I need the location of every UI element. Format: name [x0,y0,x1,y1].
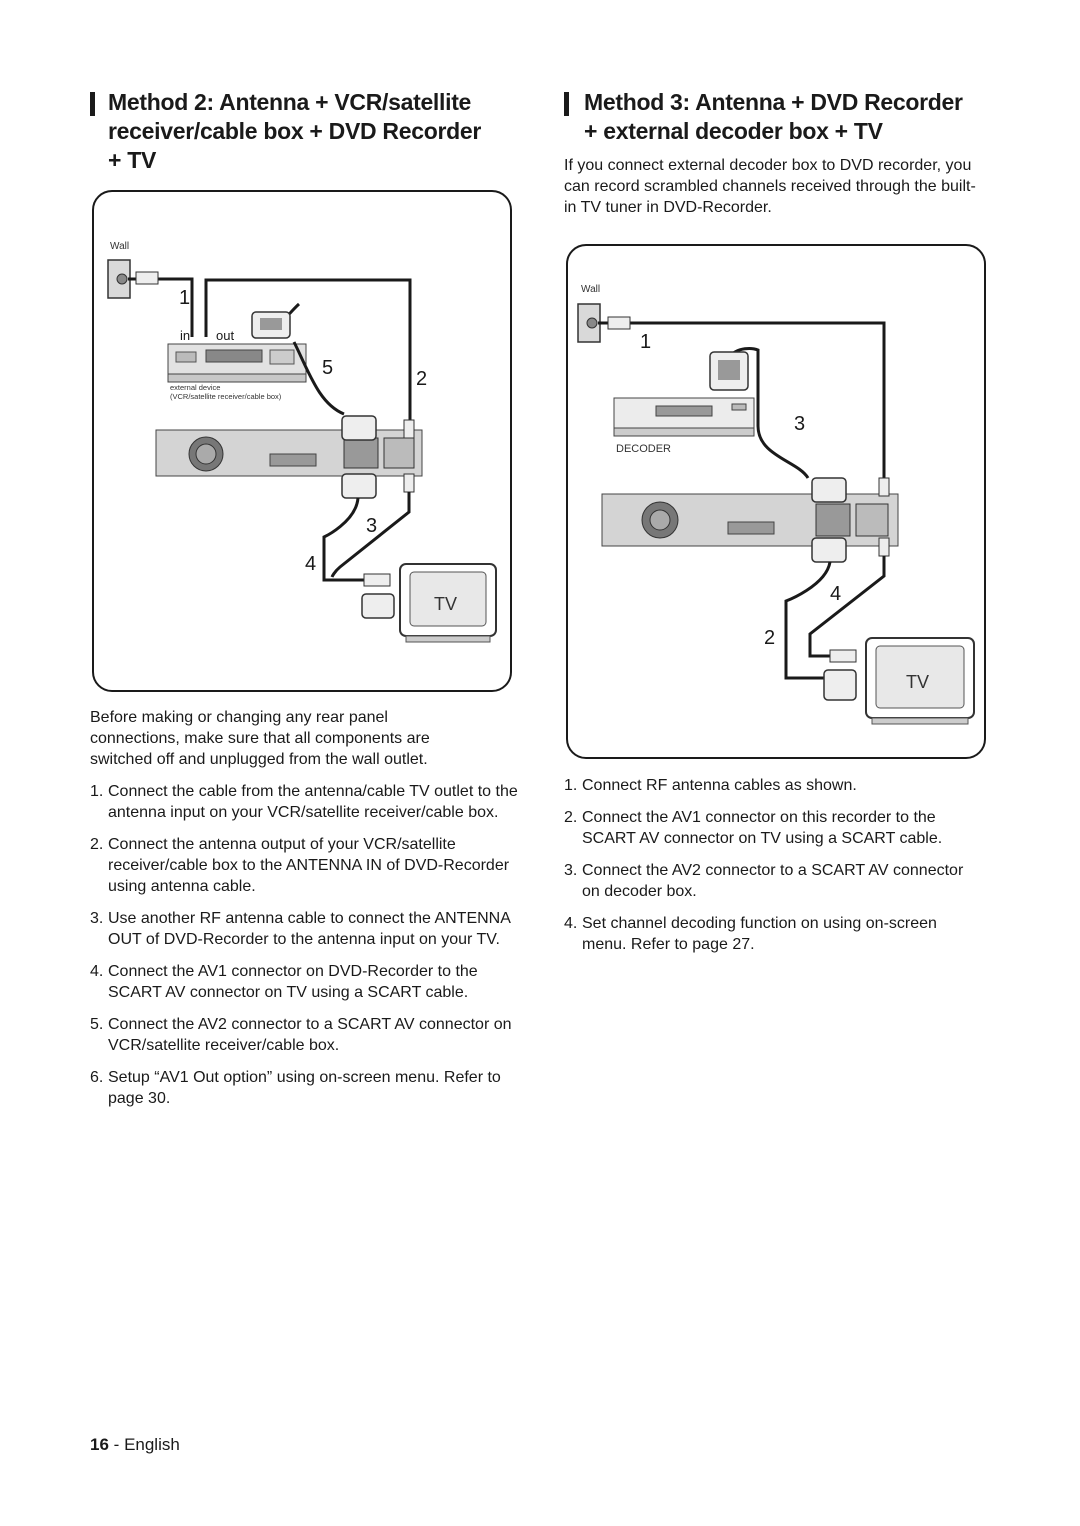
list-item: 5.Connect the AV2 connector to a SCART A… [90,1016,512,1054]
tv-label: TV [434,594,457,614]
vcr-device-icon [167,343,307,383]
footer-language: English [124,1435,180,1454]
list-item: 6.Setup “AV1 Out option” using on-screen… [90,1069,501,1107]
out-label: out [216,328,234,343]
scart-plug-icon [251,311,291,339]
page-footer: 16 - English [90,1435,180,1455]
list-item: 1.Connect the cable from the antenna/cab… [90,783,518,821]
step-text: Connect the cable from the antenna/cable… [108,783,518,821]
decoder-label: DECODER [616,443,671,455]
method2-diagram: Wall 1 in out external device (VCR/satel… [92,190,512,692]
scart-plug-icon [709,351,749,391]
scart-plug-tv-icon [361,593,395,619]
dvd-recorder-rear-panel [155,429,423,477]
list-item: 3.Use another RF antenna cable to connec… [90,910,511,948]
callout-1: 1 [179,287,190,309]
method3-intro: If you connect external decoder box to D… [564,157,976,216]
callout-2: 2 [764,627,775,649]
method3-heading: Method 3: Antenna + DVD Recorder + exter… [584,88,984,146]
callout-4: 4 [830,583,841,605]
step-text: Connect the antenna output of your VCR/s… [108,836,510,895]
list-item: 2.Connect the AV1 connector on this reco… [564,809,943,847]
scart-cable-3 [726,346,810,479]
page-number: 16 [90,1435,109,1454]
tv-icon [865,637,975,725]
method2-heading-line1: Method 2: Antenna + VCR/satellite [108,89,472,115]
wall-label: Wall [110,241,129,252]
method3-heading-line2: + external decoder box + TV [584,118,883,144]
rf-plug-icon [607,316,631,330]
method3-heading-line1: Method 3: Antenna + DVD Recorder [584,89,963,115]
method3-steps: 1.Connect RF antenna cables as shown. 2.… [564,775,984,955]
external-device-label: external device [170,383,220,392]
method2-steps: 1.Connect the cable from the antenna/cab… [90,781,520,1109]
step-text: Set channel decoding function on using o… [582,915,937,953]
callout-2: 2 [416,368,427,390]
method2-heading: Method 2: Antenna + VCR/satellite receiv… [108,88,528,175]
rf-cable-2 [808,556,886,658]
step-text: Setup “AV1 Out option” using on-screen m… [108,1069,501,1107]
list-item: 2.Connect the antenna output of your VCR… [90,836,510,895]
dvd-recorder-rear-panel [601,493,899,547]
tv-icon [399,563,497,643]
callout-3: 3 [794,413,805,435]
step-text: Connect the AV1 connector on DVD-Recorde… [108,963,478,1001]
list-item: 4.Connect the AV1 connector on DVD-Recor… [90,963,478,1001]
rf-cable-3 [330,492,411,578]
callout-4: 4 [305,553,316,575]
footer-separator: - [113,1435,120,1454]
scart-plug-av1-icon [341,473,377,499]
scart-cable-4 [322,497,364,582]
scart-plug-tv-icon [823,669,857,701]
tv-label: TV [906,672,929,692]
step-text: Connect the AV1 connector on this record… [582,809,943,847]
method2-intro: Before making or changing any rear panel… [90,709,430,768]
rf-cable-1 [598,321,886,478]
step-text: Connect RF antenna cables as shown. [582,777,857,794]
scart-plug-av2-icon [811,477,847,503]
rf-plug-out-icon [403,473,415,493]
rf-plug-in-icon [403,419,415,439]
wall-outlet-icon [107,259,131,299]
rf-plug-out-icon [878,537,890,557]
external-device-sublabel: (VCR/satellite receiver/cable box) [170,392,282,401]
scart-plug-av1-icon [811,537,847,563]
step-text: Connect the AV2 connector to a SCART AV … [108,1016,512,1054]
in-label: in [180,328,190,343]
method3-diagram: Wall 1 DECODER 3 [566,244,986,759]
step-text: Use another RF antenna cable to connect … [108,910,511,948]
heading-marker-method3 [564,92,569,116]
rf-plug-tv-icon [363,573,391,587]
heading-marker-method2 [90,92,95,116]
callout-3: 3 [366,515,377,537]
rf-plug-tv-icon [829,649,857,663]
scart-plug-av2-icon [341,415,377,441]
rf-plug-in-icon [878,477,890,497]
wall-outlet-icon [577,303,601,343]
rf-plug-icon [135,271,159,285]
step-text: Connect the AV2 connector to a SCART AV … [582,862,964,900]
list-item: 4.Set channel decoding function on using… [564,915,937,953]
method2-heading-line2: receiver/cable box + DVD Recorder [108,118,481,144]
list-item: 1.Connect RF antenna cables as shown. [564,777,857,794]
rf-cable-2 [204,278,412,427]
wall-label: Wall [581,284,600,295]
scart-cable-4 [784,561,832,680]
callout-5: 5 [322,357,333,379]
list-item: 3.Connect the AV2 connector to a SCART A… [564,862,964,900]
decoder-box-icon [613,397,755,437]
callout-1: 1 [640,331,651,353]
method2-heading-line3: + TV [108,147,157,173]
